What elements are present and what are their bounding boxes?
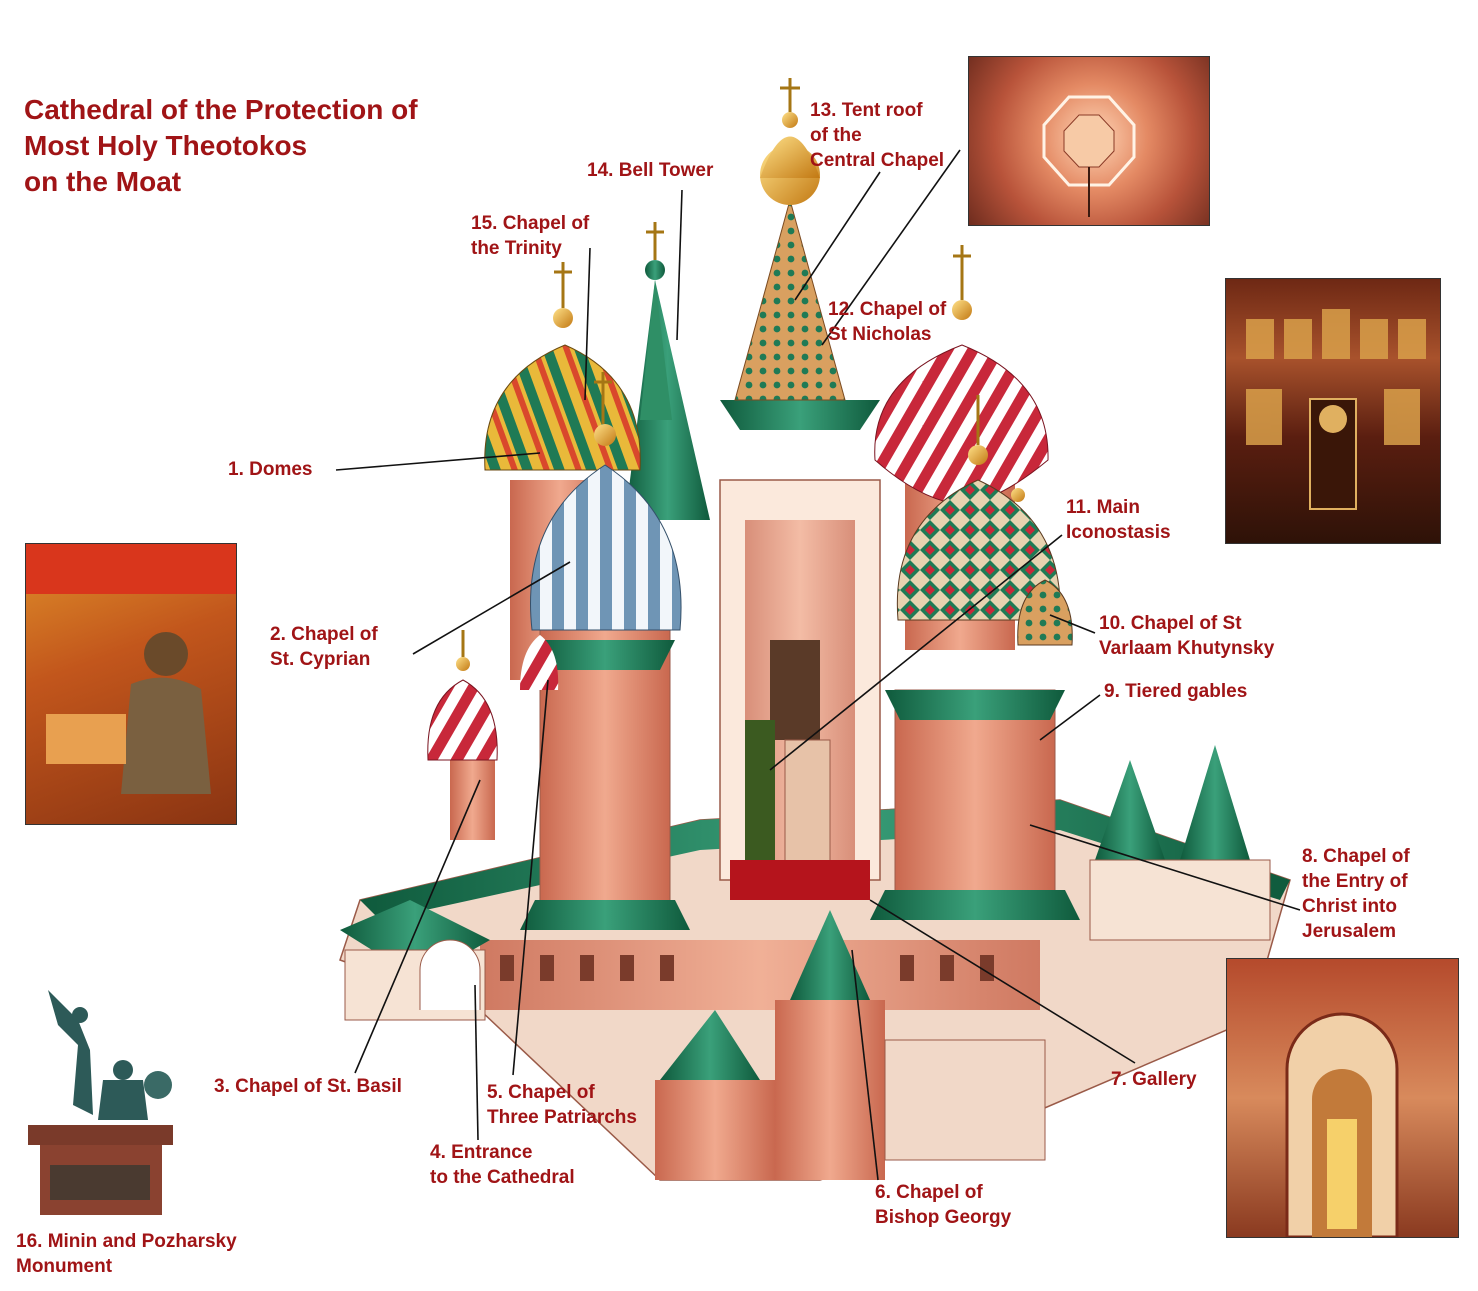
label-chapel-varlaam: 10. Chapel of St Varlaam Khutynsky xyxy=(1099,613,1275,659)
arched-doorway-icon xyxy=(1285,1012,1399,1237)
iconostasis-icon xyxy=(1246,309,1426,510)
label-main-iconostasis: 11. Main Iconostasis xyxy=(1066,497,1171,543)
label-chapel-st-cyprian: 2. Chapel of St. Cyprian xyxy=(270,624,378,670)
seated-saint-icon xyxy=(26,544,236,794)
label-bell-tower: 14. Bell Tower xyxy=(587,160,714,181)
main-iconostasis-photo xyxy=(1225,278,1441,544)
minin-pozharsky-monument-photo xyxy=(18,985,173,1225)
label-tent-roof: 13. Tent roof of the Central Chapel xyxy=(810,100,945,171)
label-chapel-three-patriarchs: 5. Chapel of Three Patriarchs xyxy=(487,1082,637,1128)
monument-statue-icon xyxy=(28,990,173,1215)
label-entrance: 4. Entrance to the Cathedral xyxy=(430,1142,575,1188)
label-tiered-gables: 9. Tiered gables xyxy=(1104,681,1248,702)
label-minin-pozharsky: 16. Minin and Pozharsky Monument xyxy=(16,1231,237,1277)
label-gallery: 7. Gallery xyxy=(1111,1069,1197,1090)
label-chapel-entry-jerusalem: 8. Chapel of the Entry of Christ into Je… xyxy=(1302,846,1410,942)
tent-roof-interior-photo xyxy=(968,56,1210,226)
octagon-ceiling-icon xyxy=(1042,95,1136,217)
label-chapel-trinity: 15. Chapel of the Trinity xyxy=(471,213,590,259)
label-chapel-st-nicholas: 12. Chapel of St Nicholas xyxy=(828,299,947,345)
gallery-interior-photo xyxy=(1226,958,1459,1238)
label-chapel-bishop-georgy: 6. Chapel of Bishop Georgy xyxy=(875,1182,1012,1228)
label-domes: 1. Domes xyxy=(228,459,313,480)
label-chapel-st-basil: 3. Chapel of St. Basil xyxy=(214,1076,402,1097)
diagram-title: Cathedral of the Protection of Most Holy… xyxy=(24,94,418,197)
evangelist-icon-photo xyxy=(25,543,237,825)
